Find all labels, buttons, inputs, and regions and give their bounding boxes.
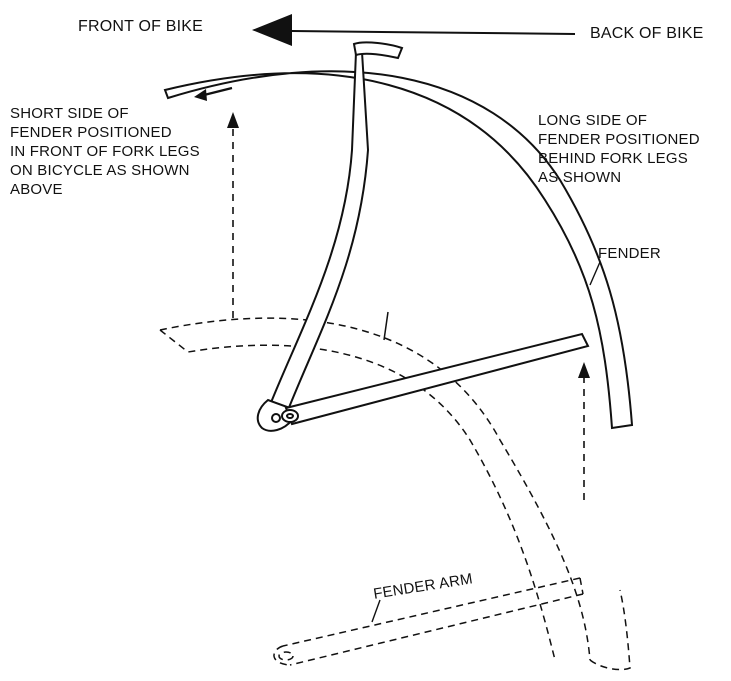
fender-lowered-outline [159,317,631,671]
long-side-note-line: BEHIND FORK LEGS [538,150,688,167]
direction-arrow [252,14,576,46]
short-side-note-line: ABOVE [10,181,63,198]
long-side-note: LONG SIDE OF FENDER POSITIONED BEHIND FO… [538,111,700,187]
short-side-note-line: SHORT SIDE OF [10,105,129,122]
direction-arrow-shaft [291,30,576,35]
back-of-bike-label: BACK OF BIKE [590,25,704,42]
fender-label: FENDER [598,245,661,262]
short-side-note-line: FENDER POSITIONED [10,124,172,141]
long-side-note-line: FENDER POSITIONED [538,131,700,148]
short-side-note: SHORT SIDE OF FENDER POSITIONED IN FRONT… [10,104,200,199]
fender-solid [163,70,634,430]
short-side-pointer [227,112,239,318]
short-side-note-line: IN FRONT OF FORK LEGS [10,143,200,160]
fender-arm-solid [281,332,590,426]
fender-arm-lowered-outline [273,577,584,666]
fork-leg [256,41,404,432]
mounting-tab [383,311,389,341]
long-side-note-line: LONG SIDE OF [538,112,648,129]
fender-label-leader [589,261,601,286]
fender-arm-label-leader [371,599,381,623]
direction-arrow-head [252,14,292,46]
front-of-bike-label: FRONT OF BIKE [78,18,203,35]
short-side-note-line: ON BICYCLE AS SHOWN [10,162,190,179]
long-side-note-line: AS SHOWN [538,169,622,186]
long-side-pointer [578,362,590,500]
